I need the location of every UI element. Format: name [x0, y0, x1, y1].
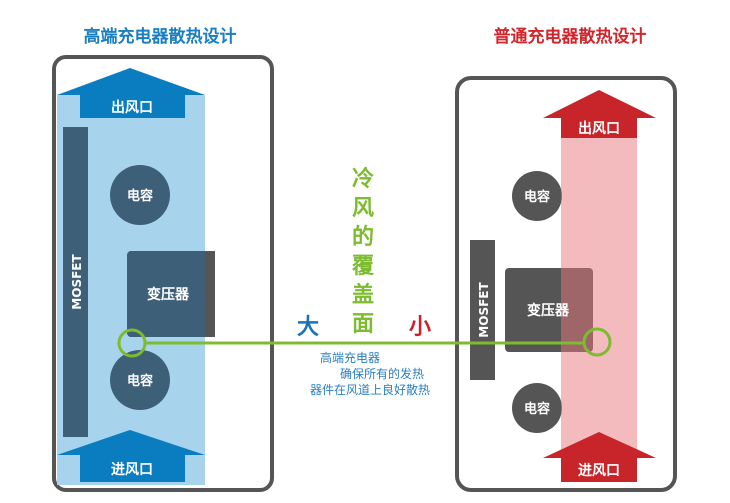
right-outlet-arrow-icon	[543, 90, 656, 138]
right-capacitor-bottom	[512, 383, 562, 433]
small-label: 小	[409, 315, 431, 340]
right-inlet-arrow-icon	[543, 432, 656, 482]
cold-air-coverage-label: 冷 风 的 覆 盖 面	[351, 166, 375, 337]
left-transformer	[127, 251, 215, 337]
left-capacitor-bottom	[110, 350, 170, 410]
right-title: 普通充电器散热设计	[494, 26, 647, 47]
left-capacitor-bottom-label: 电容	[127, 373, 153, 389]
right-charger: MOSFET 电容 电容 出风口 进风口 变压器	[455, 76, 677, 492]
right-mosfet-label: MOSFET	[477, 282, 491, 338]
right-enclosure	[455, 76, 677, 492]
right-transformer-label: 变压器	[527, 302, 570, 319]
left-mosfet	[63, 127, 88, 437]
note-line-1: 高端充电器	[320, 350, 380, 365]
left-capacitor-top-label: 电容	[127, 188, 153, 204]
vertical-char: 风	[352, 196, 374, 221]
left-transformer-label: 变压器	[147, 286, 190, 303]
note-line-3: 器件在风道上良好散热	[310, 382, 430, 397]
vertical-char: 的	[352, 224, 374, 250]
right-capacitor-bottom-label: 电容	[524, 401, 550, 417]
right-capacitor-top-label: 电容	[524, 189, 550, 205]
left-inlet-label: 进风口	[111, 462, 153, 478]
right-capacitor-top	[512, 171, 562, 221]
vertical-char: 冷	[352, 166, 374, 192]
left-inlet-arrow-icon	[57, 430, 205, 482]
vertical-char: 盖	[352, 282, 374, 308]
left-outlet-arrow-icon	[57, 68, 205, 118]
left-enclosure	[52, 55, 274, 492]
left-charger: 出风口 进风口 MOSFET 电容 变压器 电容	[52, 55, 274, 492]
vertical-char: 覆	[351, 254, 375, 279]
left-mosfet-label: MOSFET	[70, 254, 84, 310]
left-outlet-label: 出风口	[111, 99, 153, 116]
left-transformer-edge	[205, 251, 215, 337]
right-outlet-label: 出风口	[578, 120, 620, 137]
left-capacitor-top	[110, 165, 170, 225]
note-line-2: 确保所有的发热	[340, 366, 424, 381]
large-label: 大	[297, 315, 319, 340]
left-title: 高端充电器散热设计	[84, 26, 237, 47]
right-airflow-band	[561, 118, 637, 480]
left-highlight-circle	[117, 328, 147, 358]
right-inlet-label: 进风口	[578, 463, 620, 479]
right-mosfet	[470, 240, 495, 380]
right-highlight-circle	[582, 327, 612, 357]
vertical-char: 面	[352, 312, 374, 337]
